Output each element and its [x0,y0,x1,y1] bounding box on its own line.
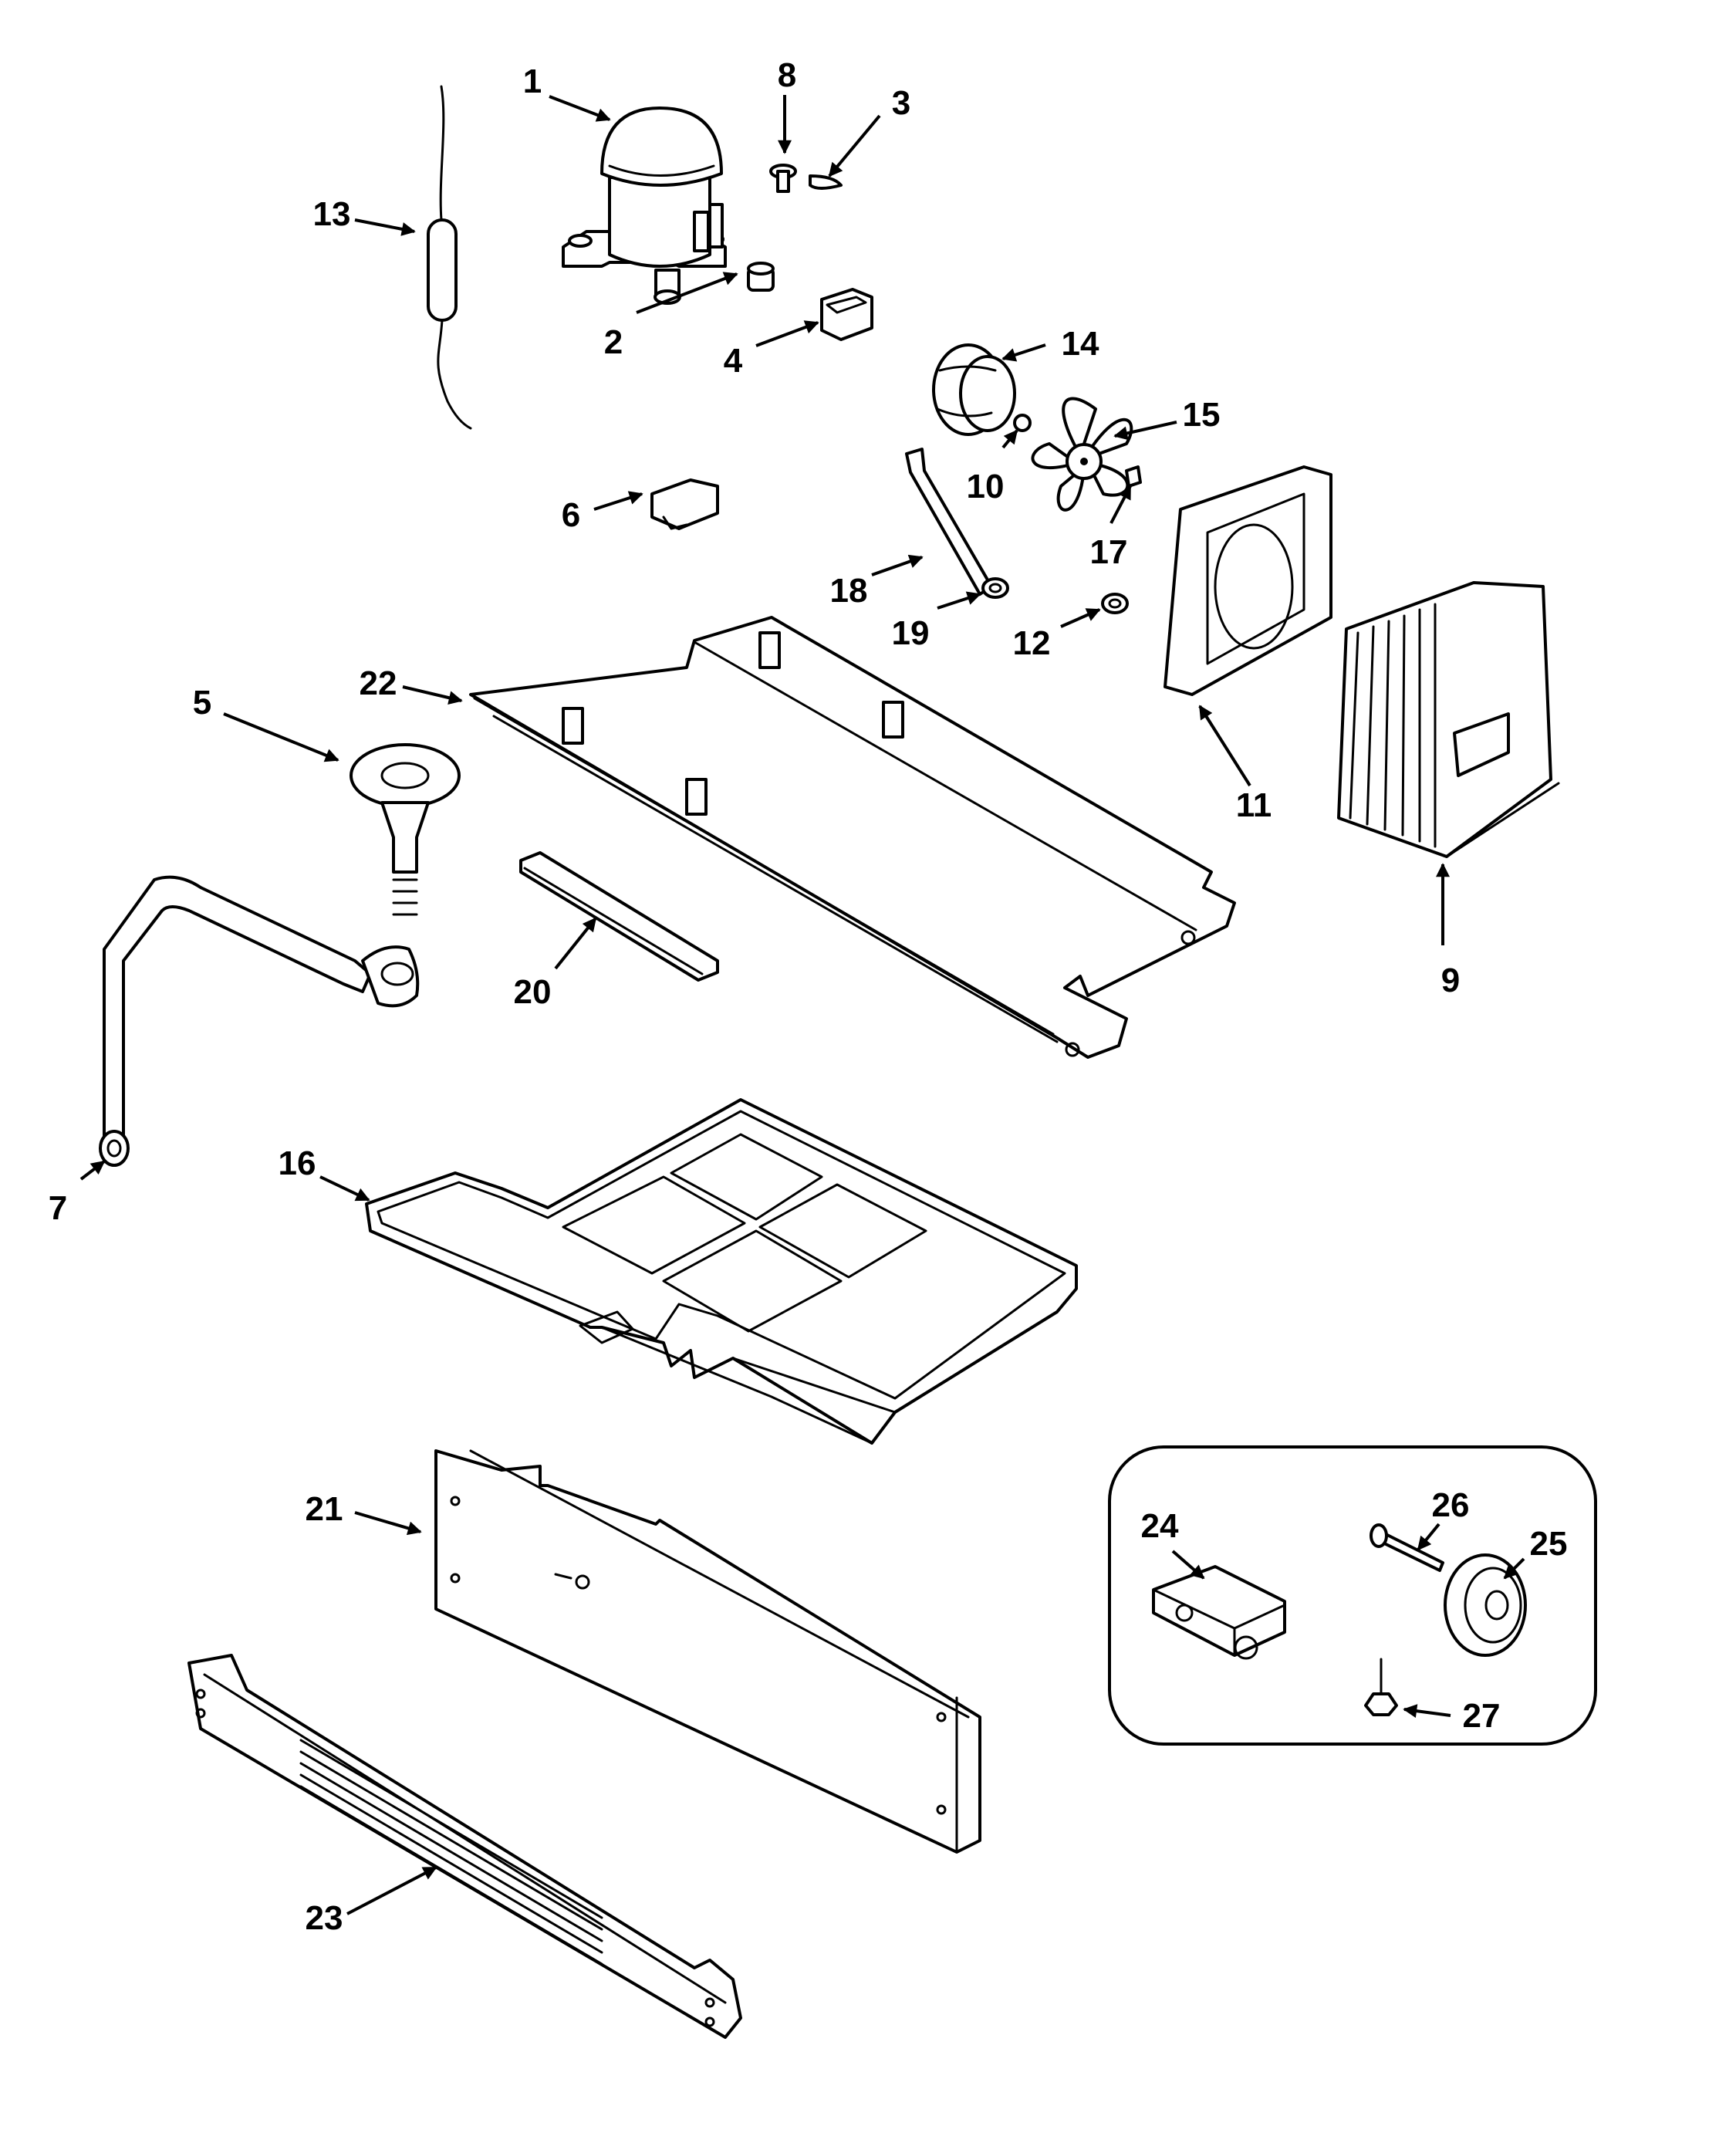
callout-23: 23 [306,1899,343,1937]
callout-18: 18 [830,572,868,610]
callout-12: 12 [1013,624,1051,662]
callout-7: 7 [49,1189,67,1227]
callout-6: 6 [562,496,580,534]
callout-22: 22 [360,664,397,702]
part-27-leveling-leg [1364,1658,1398,1716]
callout-21: 21 [306,1490,343,1528]
part-15-fan-blade [1031,397,1133,512]
callout-2: 2 [604,323,623,361]
callout-11: 11 [1236,786,1272,824]
callout-20: 20 [514,973,552,1011]
leader-lines [79,95,1525,1915]
callout-labels: 1 2 3 4 5 6 7 8 9 10 11 12 13 14 15 16 1… [49,56,1568,1937]
callout-5: 5 [193,684,211,722]
part-24-roller-bracket [1152,1565,1286,1660]
part-11-fan-shroud [1164,465,1332,696]
callout-9: 9 [1441,962,1460,999]
part-10-nut [1013,414,1032,432]
callout-19: 19 [892,614,930,652]
callout-14: 14 [1062,325,1099,363]
callout-1: 1 [523,63,542,100]
part-23-grille [187,1654,742,2039]
callout-10: 10 [967,468,1005,505]
callout-3: 3 [892,84,910,122]
part-2-grommet [747,262,775,292]
part-22-base-plate [469,616,1236,1059]
callout-16: 16 [279,1144,316,1182]
callout-25: 25 [1530,1525,1568,1563]
callout-26: 26 [1432,1486,1470,1524]
part-21-panel [434,1449,981,1854]
callout-17: 17 [1090,533,1128,571]
part-14-fan-motor [932,343,1016,436]
inset-panel [1108,1445,1597,1746]
callout-13: 13 [313,195,351,233]
callout-8: 8 [778,56,796,94]
part-4-relay [820,288,873,341]
part-6-switch [650,478,719,530]
part-7-drain-tube [99,875,420,1167]
callout-15: 15 [1183,396,1221,434]
part-5-drain-funnel [350,743,461,916]
part-25-wheel [1444,1553,1527,1657]
part-3-clip [809,174,843,190]
part-16-drain-pan [365,1098,1078,1445]
callout-24: 24 [1141,1507,1179,1545]
part-1-compressor [562,106,727,305]
part-20-channel [519,851,719,982]
part-9-condenser [1337,581,1560,858]
part-17-clip [1125,465,1142,488]
part-12-grommet [1101,593,1129,614]
part-13-drier [427,85,472,430]
part-26-axle [1370,1523,1444,1572]
part-8-stud [769,164,797,193]
part-19-grommet [981,577,1009,599]
callout-27: 27 [1463,1697,1501,1735]
callout-4: 4 [724,342,743,380]
